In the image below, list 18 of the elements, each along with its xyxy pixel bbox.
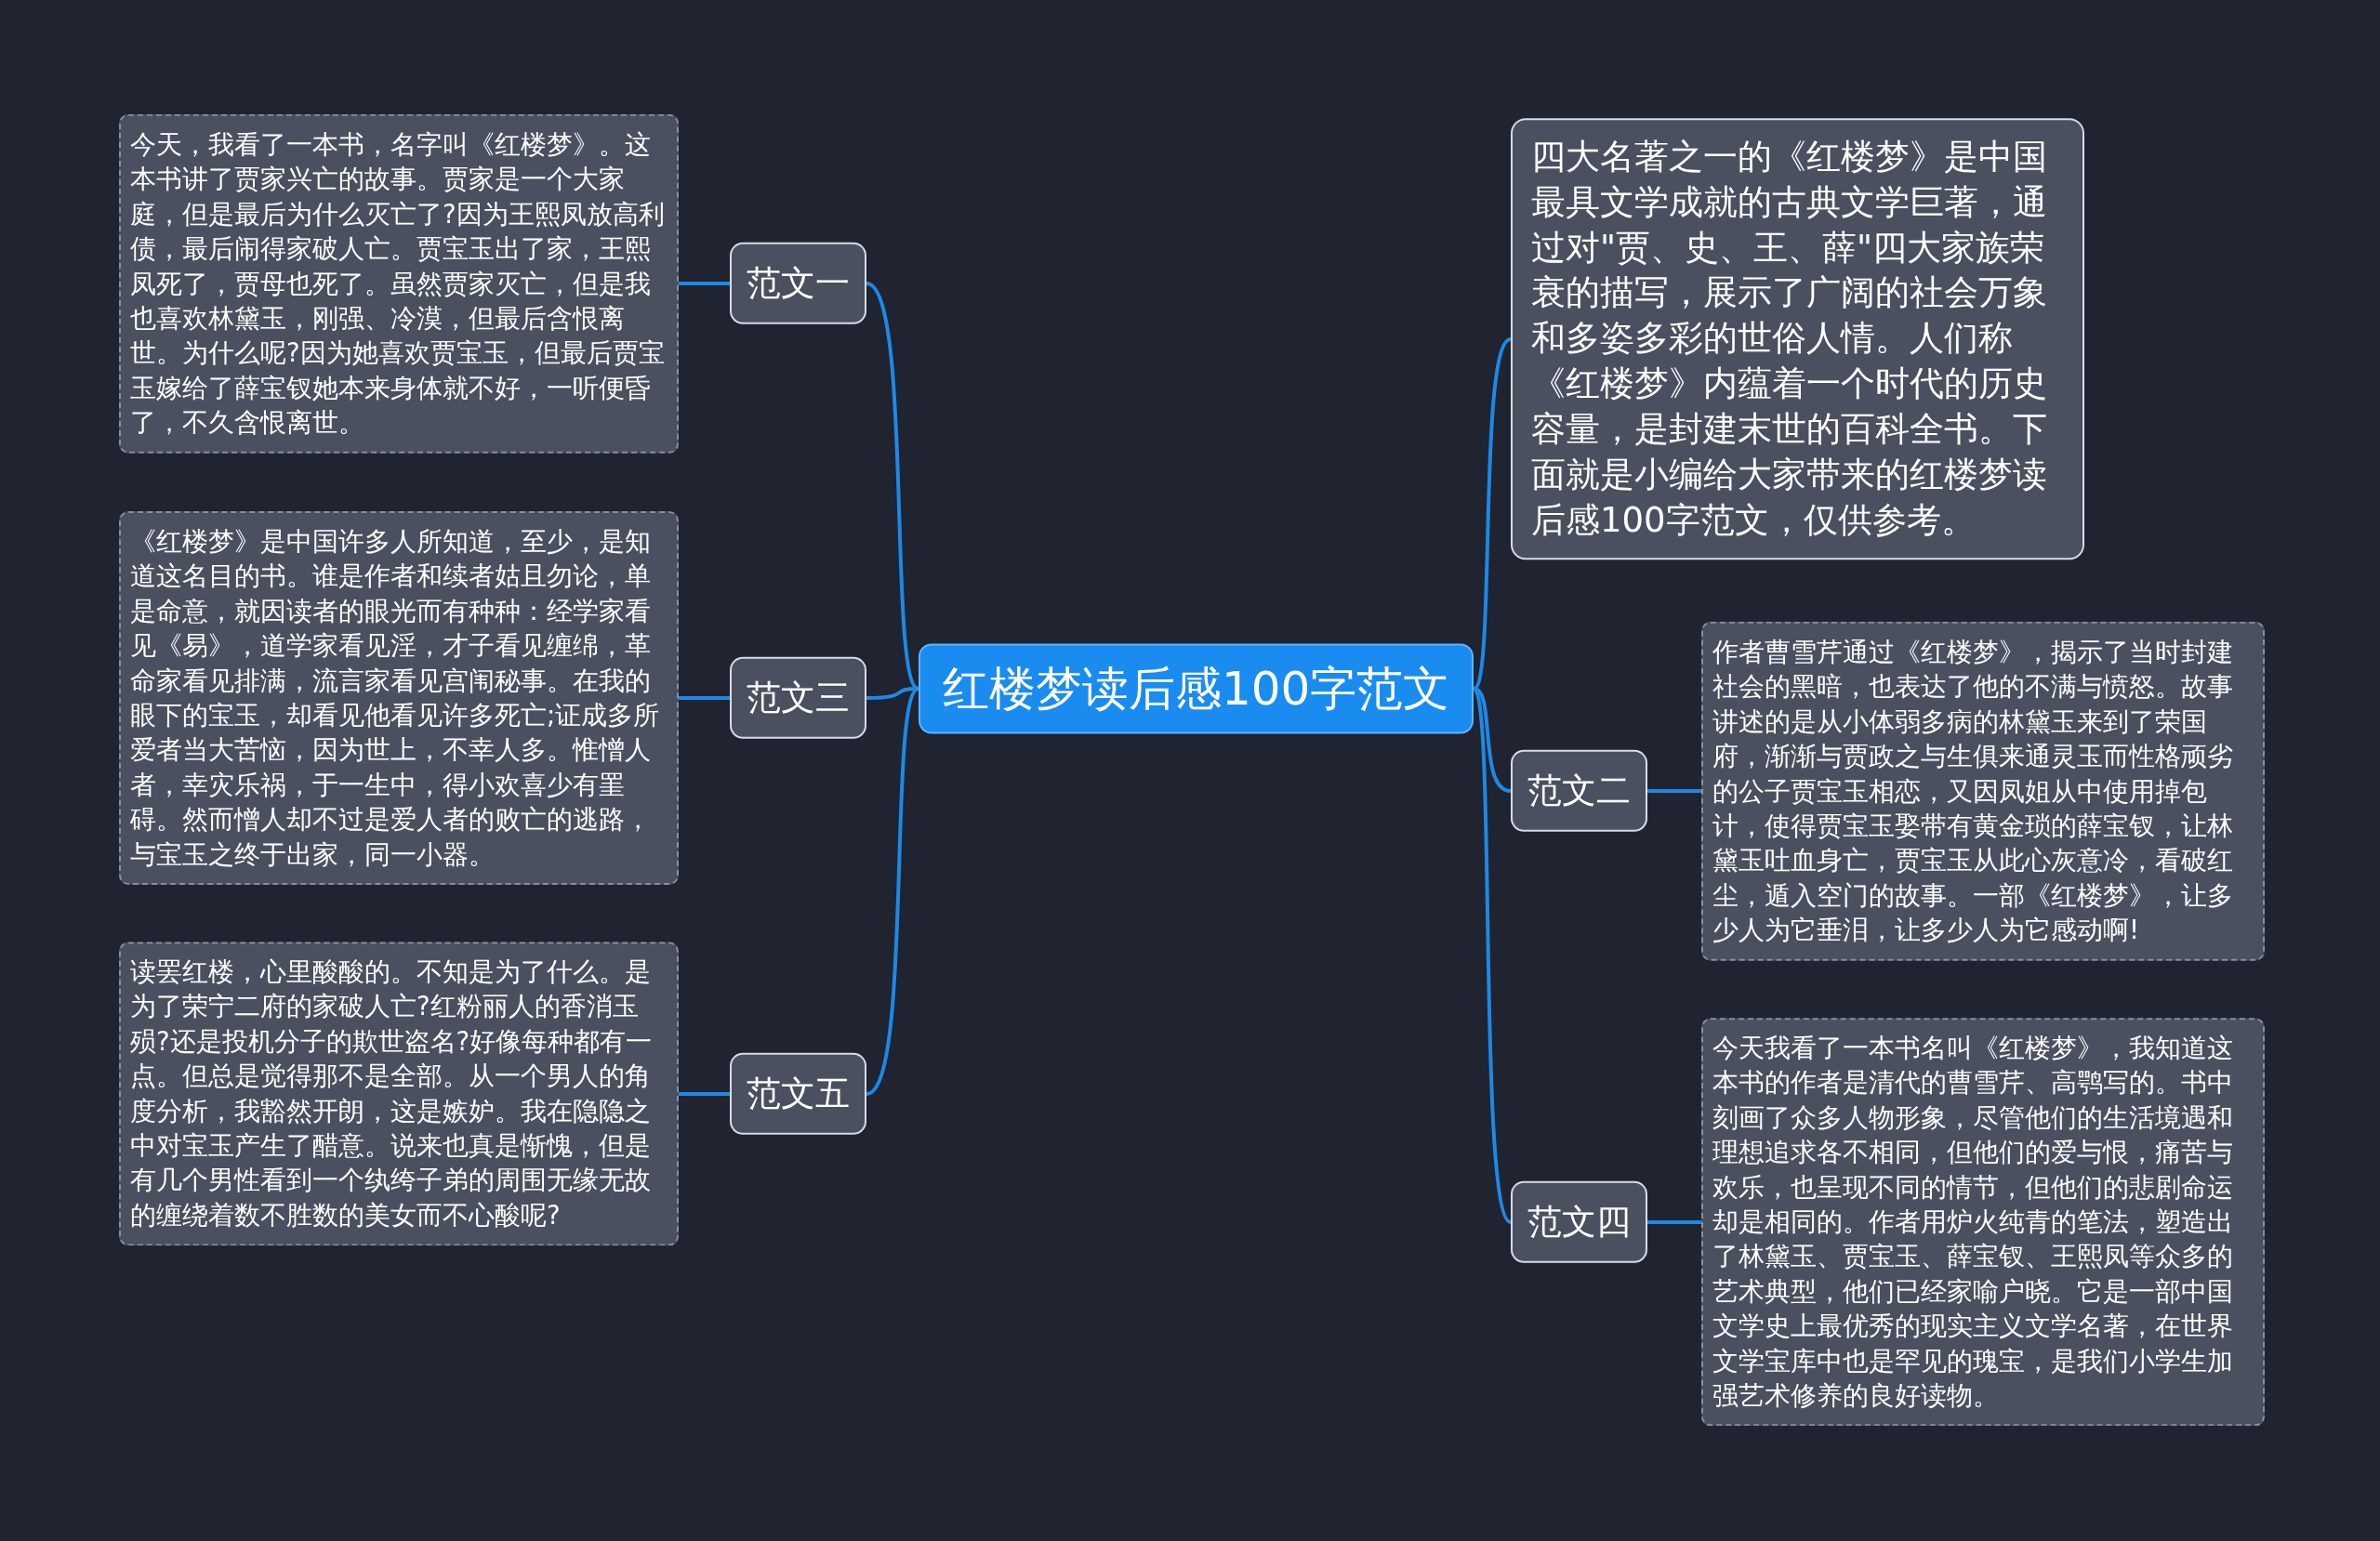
branch-topic: 范文三 (730, 656, 866, 740)
connector-line (866, 687, 919, 700)
branch-topic: 范文五 (730, 1052, 866, 1136)
branch-topic: 范文四 (1511, 1180, 1647, 1264)
connector-line (1647, 789, 1701, 793)
connector-line (679, 282, 730, 285)
central-topic: 红楼梦读后感100字范文 (919, 643, 1474, 734)
branch-topic: 范文二 (1511, 749, 1647, 833)
essay-card: 读罢红楼，心里酸酸的。不知是为了什么。是为了荣宁二府的家破人亡?红粉丽人的香消玉殒?还是投机分子的欺世盗名?好像每种都有一点。但总是觉得那不是全部。从一个男人的角度分析，我豁然开朗，这是嫉妒。我在隐隐之中对宝玉产生了醋意。说来也真是惭愧，但是有几个男性看到一个纨绔子弟的周围无缘无故的缠绕着数不胜数的美女而不心酸呢? (119, 942, 679, 1246)
connector-line (679, 1092, 730, 1096)
essay-card: 今天，我看了一本书，名字叫《红楼梦》。这本书讲了贾家兴亡的故事。贾家是一个大家庭，但是最后为什么灭亡了?因为王熙凤放高利债，最后闹得家破人亡。贾宝玉出了家，王熙凤死了，贾母也死了。虽然贾家灭亡，但是我也喜欢林黛玉，刚强、冷漠，但最后含恨离世。为什么呢?因为她喜欢贾宝玉，但最后贾宝玉嫁给了薛宝钗她本来身体就不好，一听便昏了，不久含恨离世。 (119, 113, 679, 454)
connector-line (679, 696, 730, 700)
essay-card: 今天我看了一本书名叫《红楼梦》，我知道这本书的作者是清代的曹雪芹、高鹗写的。书中刻画了众多人物形象，尽管他们的生活境遇和理想追求各不相同，但他们的爱与恨，痛苦与欢乐，也呈现不同的情节，但他们的悲剧命运却是相同的。作者用炉火纯青的笔法，塑造出了林黛玉、贾宝玉、薛宝钗、王熙凤等众多的艺术典型，他们已经家喻户晓。它是一部中国文学史上最优秀的现实主义文学名著，在世界文学宝库中也是罕见的瑰宝，是我们小学生加强艺术修养的良好读物。 (1701, 1018, 2265, 1427)
essay-card: 作者曹雪芹通过《红楼梦》，揭示了当时封建社会的黑暗，也表达了他的不满与愤怒。故事讲述的是从小体弱多病的林黛玉来到了荣国府，渐渐与贾政之与生俱来通灵玉而性格顽劣的公子贾宝玉相恋，又因凤姐从中使用掉包计，使得贾宝玉娶带有黄金琐的薛宝钗，让林黛玉吐血身亡，贾宝玉从此心灰意冷，看破红尘，遁入空门的故事。一部《红楼梦》，让多少人为它垂泪，让多少人为它感动啊! (1701, 621, 2265, 961)
connector-line (1647, 1220, 1701, 1224)
branch-topic: 范文一 (730, 242, 866, 325)
essay-card: 《红楼梦》是中国许多人所知道，至少，是知道这名目的书。谁是作者和续者姑且勿论，单是命意，就因读者的眼光而有种种：经学家看见《易》，道学家看见淫，才子看见缠绵，革命家看见排满，流言家看见宫闱秘事。在我的眼下的宝玉，却看见他看见许多死亡;证成多所爱者当大苦恼，因为世上，不幸人多。惟憎人者，幸灾乐祸，于一生中，得小欢喜少有罣碍。然而憎人却不过是爱人者的败亡的逃路，与宝玉之终于出家，同一小器。 (119, 511, 679, 885)
intro-note: 四大名著之一的《红楼梦》是中国最具文学成就的古典文学巨著，通过对"贾、史、王、薛"四大家族荣衰的描写，展示了广阔的社会万象和多姿多彩的世俗人情。人们称《红楼梦》内蕴着一个时代的历史容量，是封建末世的百科全书。下面就是小编给大家带来的红楼梦读后感100字范文，仅供参考。 (1511, 118, 2084, 560)
